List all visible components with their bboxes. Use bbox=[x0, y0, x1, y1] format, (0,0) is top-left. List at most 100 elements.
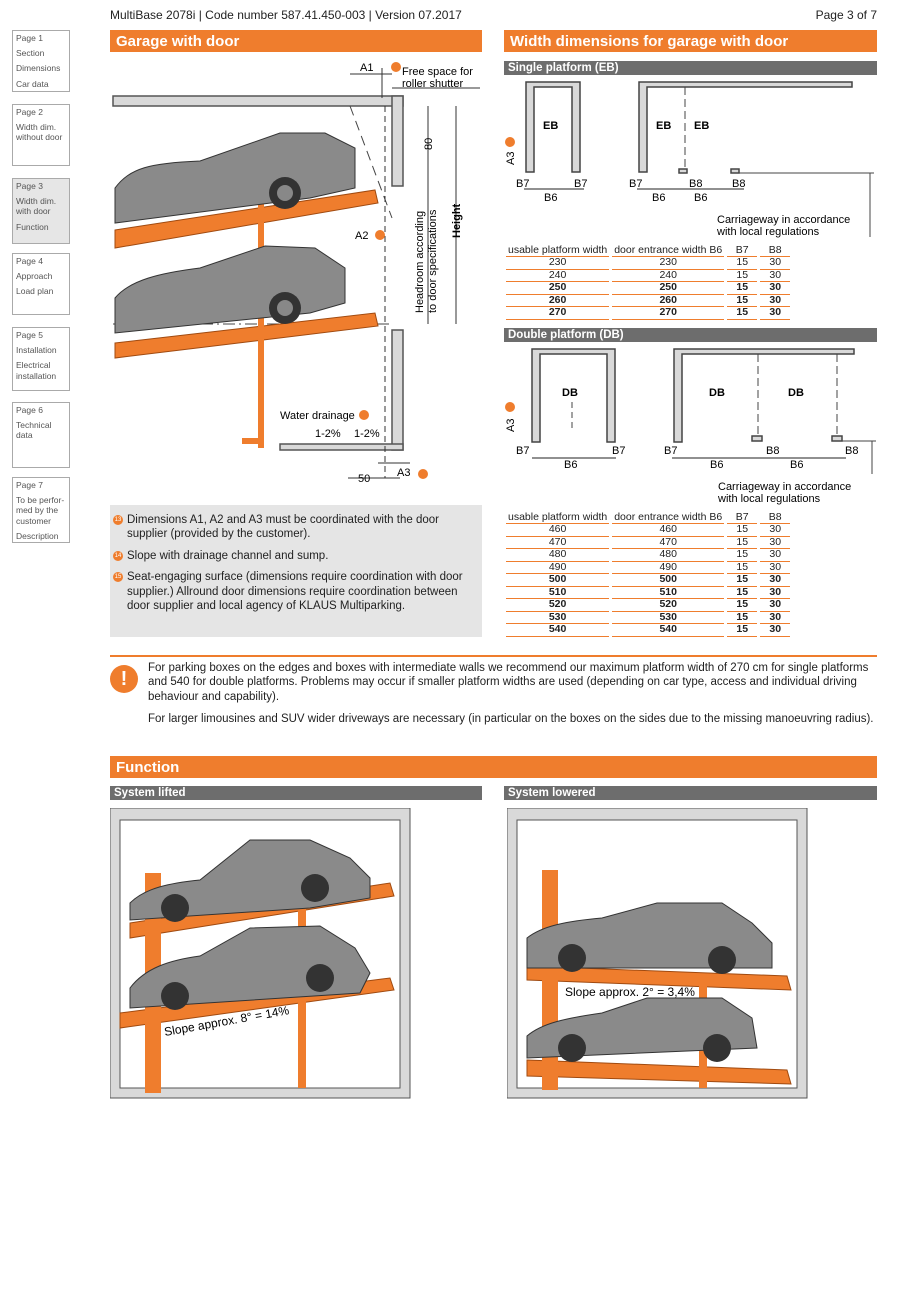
table-cell: 540 bbox=[506, 623, 610, 637]
label-slope-lowered: Slope approx. 2° = 3,4% bbox=[565, 985, 695, 999]
label-db: DB bbox=[788, 387, 804, 399]
table-cell: 270 bbox=[612, 306, 725, 320]
label-a3: A3 bbox=[505, 152, 517, 165]
label-a1: A1 bbox=[360, 62, 373, 74]
warning-text-2: For larger limousines and SUV wider driv… bbox=[148, 713, 874, 726]
nav-page-label: Page 1 bbox=[16, 33, 43, 43]
label-eb: EB bbox=[656, 120, 671, 132]
label-eb: EB bbox=[543, 120, 558, 132]
label-a3: A3 bbox=[505, 419, 517, 432]
table-cell: 490 bbox=[506, 561, 610, 574]
note-13: 13 Dimensions A1, A2 and A3 must be coord… bbox=[113, 513, 474, 542]
nav-item[interactable]: Dimensions bbox=[16, 63, 61, 74]
table-cell: 15 bbox=[727, 598, 758, 612]
nav-page-2[interactable]: Page 2 Width dim. without door bbox=[12, 104, 70, 166]
table-cell: 480 bbox=[612, 548, 725, 562]
nav-item[interactable]: Width dim. without door bbox=[16, 122, 63, 143]
warning-box: ! For parking boxes on the edges and box… bbox=[110, 655, 877, 735]
nav-page-4[interactable]: Page 4 Approach Load plan bbox=[12, 253, 70, 315]
label-free-space-2: roller shutter bbox=[402, 78, 463, 90]
nav-page-label: Page 4 bbox=[16, 256, 43, 266]
label-db: DB bbox=[709, 387, 725, 399]
note-badge: 13 bbox=[113, 515, 123, 525]
table-cell: 500 bbox=[506, 573, 610, 587]
label-b7: B7 bbox=[629, 178, 642, 190]
table-cell: 15 bbox=[727, 536, 758, 549]
table-cell: 460 bbox=[506, 523, 610, 537]
table-cell: 510 bbox=[612, 586, 725, 599]
label-db: DB bbox=[562, 387, 578, 399]
label-b7: B7 bbox=[612, 445, 625, 457]
nav-item[interactable]: Section bbox=[16, 48, 45, 59]
nav-item[interactable]: Electrical installation bbox=[16, 360, 57, 381]
table-cell: 520 bbox=[612, 598, 725, 612]
table-cell: 15 bbox=[727, 256, 758, 270]
note-text: Dimensions A1, A2 and A3 must be coordin… bbox=[127, 514, 439, 541]
label-b7: B7 bbox=[574, 178, 587, 190]
label-b8: B8 bbox=[766, 445, 779, 457]
table-cell: 240 bbox=[612, 269, 725, 282]
col-usable: usable platform width bbox=[506, 511, 610, 524]
label-b6: B6 bbox=[544, 192, 557, 204]
table-cell: 30 bbox=[760, 548, 791, 562]
table-cell: 30 bbox=[760, 306, 791, 320]
label-carriageway-1: Carriageway in accordance bbox=[717, 214, 850, 226]
nav-item[interactable]: To be perfor- med by the customer bbox=[16, 495, 65, 526]
system-lifted-diagram: Slope approx. 8° = 14% bbox=[110, 808, 411, 1099]
col-b7: B7 bbox=[727, 244, 758, 257]
label-free-space-1: Free space for bbox=[402, 66, 473, 78]
nav-page-6[interactable]: Page 6 Technical data bbox=[12, 402, 70, 468]
system-lowered-header: System lowered bbox=[504, 786, 877, 800]
nav-item[interactable]: Technical data bbox=[16, 420, 52, 441]
label-b6: B6 bbox=[564, 459, 577, 471]
col-usable: usable platform width bbox=[506, 244, 610, 257]
garage-section-diagram: A1 Free space for roller shutter A2 Wate… bbox=[112, 62, 480, 485]
table-cell: 30 bbox=[760, 586, 791, 599]
label-b7: B7 bbox=[516, 445, 529, 457]
table-cell: 260 bbox=[506, 294, 610, 307]
double-platform-diagram: DB DB DB A3 B7 B7 B6 B7 B8 B8 B6 B6 Carr… bbox=[505, 348, 876, 505]
table-cell: 260 bbox=[612, 294, 725, 307]
label-80: 80 bbox=[423, 138, 435, 150]
table-cell: 30 bbox=[760, 561, 791, 574]
table-cell: 30 bbox=[760, 598, 791, 612]
note-badge: 15 bbox=[113, 572, 123, 583]
label-b7: B7 bbox=[516, 178, 529, 190]
warning-text-1: For parking boxes on the edges and boxes… bbox=[148, 662, 869, 703]
nav-page-1[interactable]: Page 1 Section Dimensions Car data bbox=[12, 30, 70, 92]
table-cell: 15 bbox=[727, 269, 758, 282]
label-headroom-1: Headroom according bbox=[414, 211, 426, 313]
table-cell: 500 bbox=[612, 573, 725, 587]
table-cell: 470 bbox=[506, 536, 610, 549]
nav-item[interactable]: Width dim. with door bbox=[16, 196, 57, 217]
table-cell: 530 bbox=[506, 611, 610, 624]
label-b8: B8 bbox=[732, 178, 745, 190]
nav-item[interactable]: Description bbox=[16, 530, 59, 541]
nav-item[interactable]: Approach bbox=[16, 271, 53, 282]
nav-item[interactable]: Installation bbox=[16, 345, 57, 356]
table-cell: 530 bbox=[612, 611, 725, 624]
nav-item[interactable]: Function bbox=[16, 221, 49, 232]
nav-page-7[interactable]: Page 7 To be perfor- med by the customer… bbox=[12, 477, 70, 543]
table-cell: 30 bbox=[760, 536, 791, 549]
nav-page-label: Page 3 bbox=[16, 181, 43, 191]
table-cell: 470 bbox=[612, 536, 725, 549]
nav-item[interactable]: Car data bbox=[16, 78, 49, 89]
nav-page-3[interactable]: Page 3 Width dim. with door Function bbox=[12, 178, 70, 244]
nav-item[interactable]: Load plan bbox=[16, 286, 54, 297]
table-cell: 510 bbox=[506, 586, 610, 599]
header-left: MultiBase 2078i | Code number 587.41.450… bbox=[110, 8, 462, 22]
label-b6: B6 bbox=[694, 192, 707, 204]
label-carriageway-2: with local regulations bbox=[717, 493, 821, 505]
nav-page-5[interactable]: Page 5 Installation Electrical installat… bbox=[12, 327, 70, 391]
